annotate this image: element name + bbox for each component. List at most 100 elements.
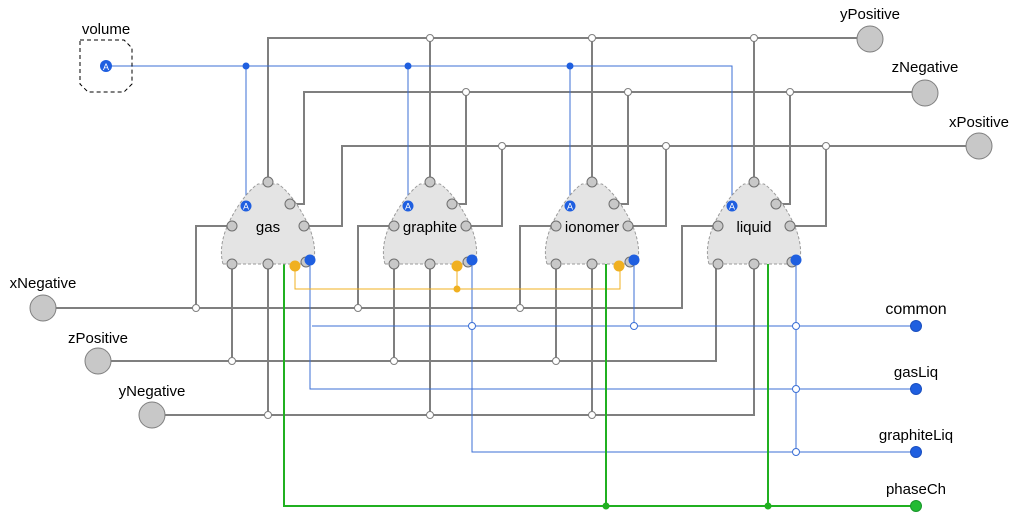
wire-zneg-ionomer: [614, 92, 629, 205]
block-port[interactable]: [748, 258, 760, 270]
junction: [792, 448, 800, 456]
block-output-port[interactable]: [304, 254, 316, 266]
block-volume-port[interactable]: [402, 200, 414, 212]
junction: [192, 304, 200, 312]
wires-x-positive: [304, 145, 978, 227]
wire-xneg-ionomer: [519, 225, 556, 308]
junction: [468, 322, 476, 330]
junctions-blue: [242, 62, 800, 456]
block-port[interactable]: [226, 220, 238, 232]
z-negative-port[interactable]: [911, 79, 939, 107]
block-port[interactable]: [226, 258, 238, 270]
block-port[interactable]: [262, 176, 274, 188]
volume-label: volume: [82, 21, 130, 38]
block-port[interactable]: [550, 220, 562, 232]
y-negative-port[interactable]: [138, 401, 166, 429]
block-port[interactable]: [712, 258, 724, 270]
junction: [588, 34, 596, 42]
wire-volume-bus: [106, 65, 733, 206]
wires-y-positive: [267, 37, 870, 182]
block-volume-port[interactable]: [240, 200, 252, 212]
volume-parameter-outline: [79, 39, 133, 93]
block-port[interactable]: [388, 258, 400, 270]
block-port[interactable]: [298, 220, 310, 232]
wire-xneg-bus: [44, 225, 716, 309]
junction: [426, 411, 434, 419]
block-port[interactable]: [388, 220, 400, 232]
y-positive-port[interactable]: [856, 25, 884, 53]
wires-phase-change: [283, 264, 916, 507]
block-volume-glyph: A: [567, 202, 573, 212]
junction: [566, 62, 574, 70]
gas-liq-port[interactable]: [910, 383, 922, 395]
x-positive-label: xPositive: [949, 114, 1009, 131]
z-positive-label: zPositive: [68, 330, 128, 347]
block-port[interactable]: [424, 258, 436, 270]
wires-x-negative: [44, 225, 716, 309]
wire-yneg-bus: [152, 264, 755, 416]
phase-ch-port[interactable]: [910, 500, 922, 512]
block-port[interactable]: [262, 258, 274, 270]
wire-zneg-liquid: [776, 92, 791, 205]
block-port[interactable]: [770, 198, 782, 210]
z-positive-port[interactable]: [84, 347, 112, 375]
block-output-port[interactable]: [466, 254, 478, 266]
block-port[interactable]: [550, 258, 562, 270]
wire-xneg-graphite: [357, 225, 394, 308]
graphite-liq-label: graphiteLiq: [879, 427, 953, 444]
block-port[interactable]: [284, 198, 296, 210]
x-negative-port[interactable]: [29, 294, 57, 322]
junction: [404, 62, 412, 70]
block-output-port[interactable]: [790, 254, 802, 266]
y-negative-label: yNegative: [119, 383, 186, 400]
junction: [552, 357, 560, 365]
block-port[interactable]: [712, 220, 724, 232]
junction: [630, 322, 638, 330]
wire-xpos-liquid: [790, 146, 827, 227]
block-port[interactable]: [586, 176, 598, 188]
volume-port-glyph: A: [103, 62, 109, 72]
phase-ch-label: phaseCh: [886, 481, 946, 498]
block-port[interactable]: [424, 176, 436, 188]
block-port[interactable]: [784, 220, 796, 232]
wires-z-positive: [98, 264, 717, 362]
junction: [602, 502, 610, 510]
junction: [462, 88, 470, 96]
graphite-liq-port[interactable]: [910, 446, 922, 458]
common-port[interactable]: [910, 320, 922, 332]
block-port[interactable]: [748, 176, 760, 188]
block-output-port[interactable]: [628, 254, 640, 266]
block-orange-port[interactable]: [289, 260, 301, 272]
junction: [750, 34, 758, 42]
volume-port[interactable]: [100, 60, 112, 72]
wires-y-negative: [152, 264, 755, 416]
wire-phasech-bus: [283, 264, 916, 507]
block-port[interactable]: [586, 258, 598, 270]
block-orange-port[interactable]: [613, 260, 625, 272]
wire-ypos-bus: [267, 37, 870, 182]
block-label: ionomer: [565, 219, 619, 236]
wire-xneg-gas: [195, 225, 232, 308]
block-volume-port[interactable]: [726, 200, 738, 212]
block-port[interactable]: [460, 220, 472, 232]
x-positive-port[interactable]: [965, 132, 993, 160]
junction: [516, 304, 524, 312]
block-volume-port[interactable]: [564, 200, 576, 212]
block-port[interactable]: [446, 198, 458, 210]
block-orange-port[interactable]: [451, 260, 463, 272]
y-positive-label: yPositive: [840, 6, 900, 23]
junction: [242, 62, 250, 70]
block-port[interactable]: [622, 220, 634, 232]
volume-parameter[interactable]: A volume: [79, 21, 133, 93]
junction: [662, 142, 670, 150]
block-volume-glyph: A: [405, 202, 411, 212]
block-label: gas: [256, 219, 280, 236]
block-port[interactable]: [608, 198, 620, 210]
junction: [228, 357, 236, 365]
